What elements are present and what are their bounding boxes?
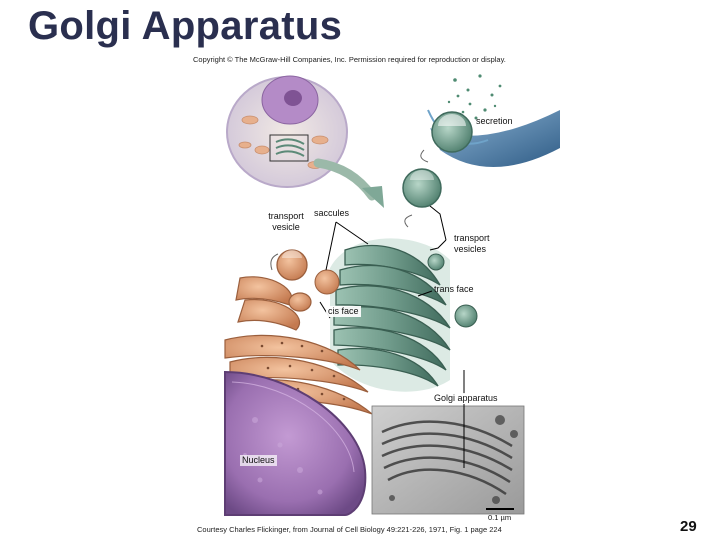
secretory-vesicle — [431, 111, 473, 153]
label-secretion: secretion — [476, 116, 513, 126]
copyright-notice: Copyright © The McGraw-Hill Companies, I… — [193, 55, 506, 64]
secretion-particles — [447, 74, 502, 120]
page-number: 29 — [680, 518, 697, 535]
transport-vesicle-left — [270, 249, 308, 281]
image-credit: Courtesy Charles Flickinger, from Journa… — [197, 525, 502, 534]
cell-inset — [226, 75, 348, 188]
transport-vesicle-upper — [402, 168, 442, 208]
label-nucleus: Nucleus — [240, 455, 277, 466]
label-transport-vesicles: transport vesicles — [454, 233, 490, 254]
slide-title: Golgi Apparatus — [28, 4, 343, 48]
golgi-stack — [330, 238, 451, 392]
leader-lines — [319, 205, 465, 468]
vesicle-cis — [314, 269, 340, 295]
label-scale-bar: 0.1 µm — [488, 513, 512, 522]
label-golgi-apparatus: Golgi apparatus — [432, 393, 500, 404]
label-cis-face: cis face — [326, 306, 361, 317]
label-trans-face: trans face — [434, 284, 474, 294]
vesicle-right — [454, 304, 478, 328]
label-transport-vesicle: transport vesicle — [268, 211, 304, 232]
label-saccules: saccules — [314, 208, 350, 218]
nucleus — [224, 370, 367, 516]
micrograph-inset — [371, 405, 525, 515]
